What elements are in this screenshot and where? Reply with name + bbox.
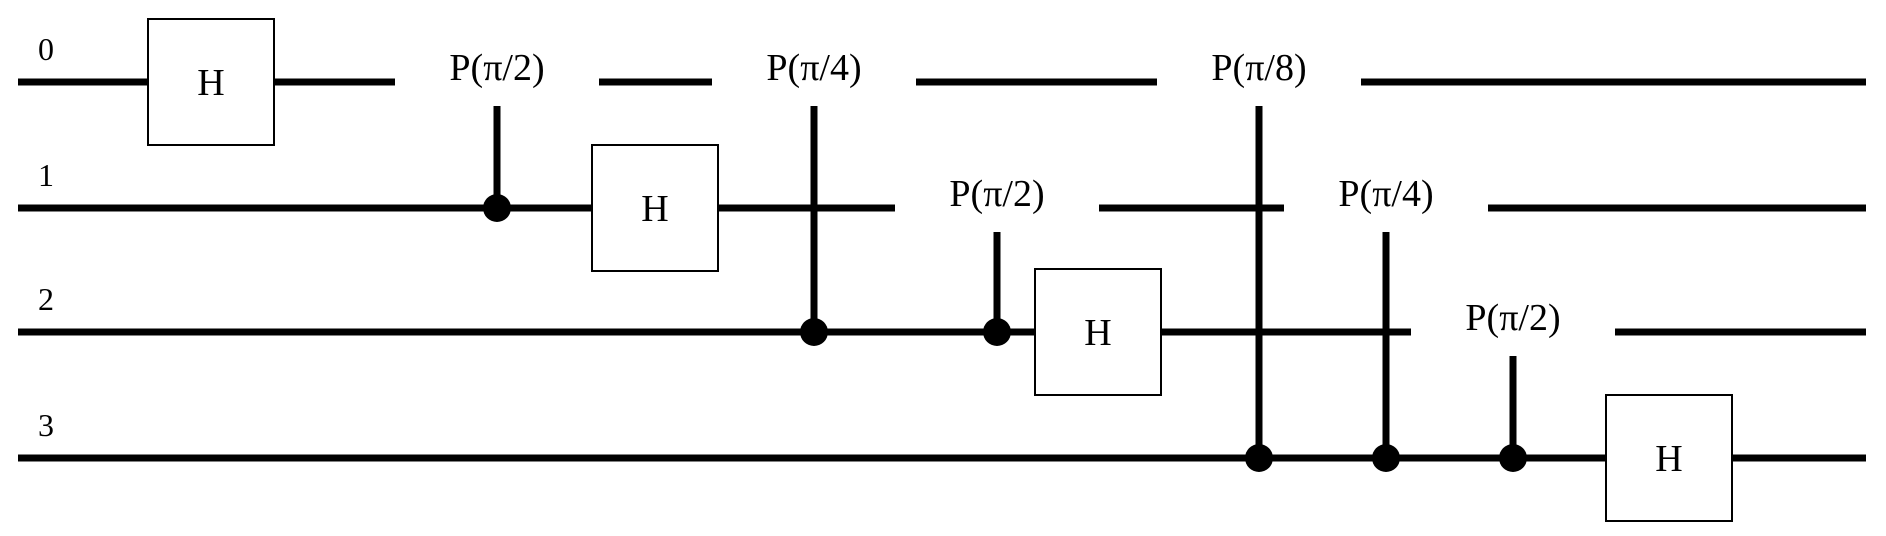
h-gate-box-q1 (591, 144, 719, 272)
h-gate-box-q0 (147, 18, 275, 146)
qubit-label-0: 0 (38, 31, 54, 67)
phase-gate-label-q0: P(π/4) (766, 47, 861, 89)
control-dot-q3 (1245, 444, 1273, 472)
h-gate-label-q1: H (641, 188, 668, 230)
control-dot-q2 (983, 318, 1011, 346)
phase-gate-label-q0: P(π/2) (449, 47, 544, 89)
qubit-label-3: 3 (38, 407, 54, 443)
h-gate-label-q3: H (1655, 438, 1682, 480)
phase-gate-label-q2: P(π/2) (1465, 297, 1560, 339)
control-dot-q1 (483, 194, 511, 222)
h-gate-box-q2 (1034, 268, 1162, 396)
qubit-label-1: 1 (38, 157, 54, 193)
phase-gate-label-q0: P(π/8) (1211, 47, 1306, 89)
control-dot-q3 (1499, 444, 1527, 472)
h-gate-label-q0: H (197, 62, 224, 104)
phase-gate-label-q1: P(π/2) (949, 173, 1044, 215)
control-dot-q3 (1372, 444, 1400, 472)
phase-gate-label-q1: P(π/4) (1338, 173, 1433, 215)
h-gate-label-q2: H (1084, 312, 1111, 354)
qubit-label-2: 2 (38, 281, 54, 317)
h-gate-box-q3 (1605, 394, 1733, 522)
control-dot-q2 (800, 318, 828, 346)
